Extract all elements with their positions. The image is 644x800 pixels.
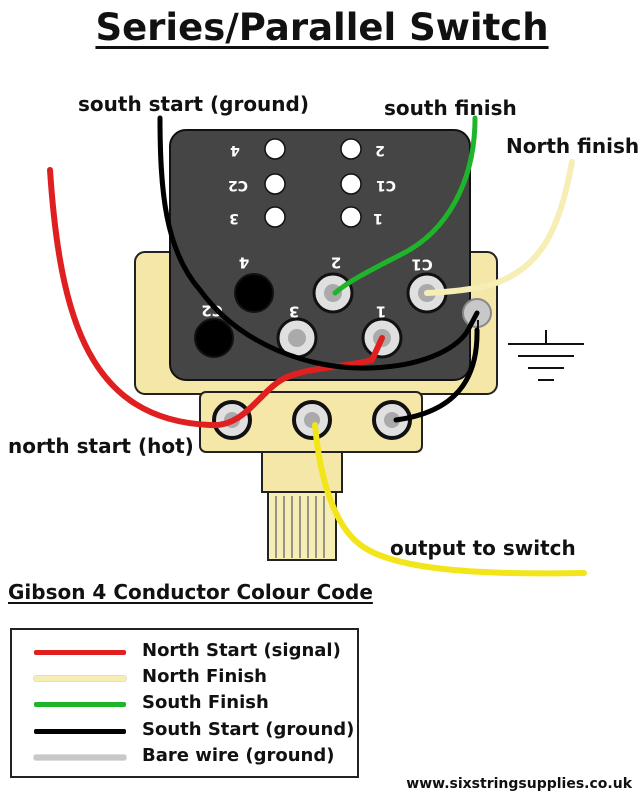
wire-ground-black bbox=[393, 327, 480, 423]
legend-swatch-cream bbox=[34, 676, 126, 681]
small-label-3: 3 bbox=[229, 210, 239, 226]
large-label-1: 1 bbox=[376, 303, 386, 321]
pot-lugs bbox=[212, 400, 412, 440]
small-terminal-holes bbox=[264, 138, 362, 228]
label-north-start-hot: north start (hot) bbox=[8, 434, 194, 458]
legend-label: Bare wire (ground) bbox=[142, 745, 335, 766]
legend-swatch-red bbox=[34, 650, 126, 655]
legend-label: North Start (signal) bbox=[142, 640, 341, 661]
label-output-to-switch: output to switch bbox=[390, 536, 576, 560]
wire-north-finish-cream bbox=[424, 159, 575, 296]
small-label-1: 1 bbox=[373, 210, 383, 226]
small-label-4: 4 bbox=[230, 142, 240, 158]
large-label-3: 3 bbox=[289, 303, 299, 321]
legend-label: North Finish bbox=[142, 666, 267, 687]
small-label-2: 2 bbox=[375, 142, 385, 158]
legend-item-south-start: South Start (ground) bbox=[12, 719, 357, 745]
legend-item-south-finish: South Finish bbox=[12, 692, 357, 718]
legend-swatch-green bbox=[34, 702, 126, 707]
website-url: www.sixstringsupplies.co.uk bbox=[406, 776, 632, 792]
legend-title: Gibson 4 Conductor Colour Code bbox=[8, 580, 373, 604]
large-label-2: 2 bbox=[331, 254, 341, 272]
large-label-c1: C1 bbox=[411, 256, 432, 274]
legend-item-north-start: North Start (signal) bbox=[12, 640, 357, 666]
pot-shaft bbox=[261, 451, 343, 493]
wire-output-yellow bbox=[312, 422, 587, 577]
legend-label: South Start (ground) bbox=[142, 719, 355, 740]
label-south-finish: south finish bbox=[384, 96, 517, 120]
small-label-c1: C1 bbox=[376, 177, 396, 193]
wire-south-start-black bbox=[157, 115, 480, 371]
wire-north-start-red bbox=[47, 167, 385, 429]
diagram-title: Series/Parallel Switch bbox=[95, 6, 549, 49]
legend: North Start (signal) North Finish South … bbox=[10, 628, 359, 778]
small-label-c2: C2 bbox=[228, 177, 248, 193]
wire-south-finish-green bbox=[332, 115, 478, 296]
legend-item-north-finish: North Finish bbox=[12, 666, 357, 692]
large-label-4: 4 bbox=[239, 254, 249, 272]
legend-label: South Finish bbox=[142, 692, 269, 713]
large-label-c2: C2 bbox=[201, 302, 222, 320]
legend-swatch-grey bbox=[34, 755, 126, 760]
legend-item-bare-wire: Bare wire (ground) bbox=[12, 745, 357, 771]
pot-knurl-lines bbox=[275, 496, 325, 558]
label-south-start-ground: south start (ground) bbox=[78, 92, 309, 116]
pot-knurl bbox=[267, 491, 337, 561]
label-north-finish: North finish bbox=[506, 134, 640, 158]
legend-swatch-black bbox=[34, 729, 126, 734]
switch-body bbox=[169, 129, 471, 381]
